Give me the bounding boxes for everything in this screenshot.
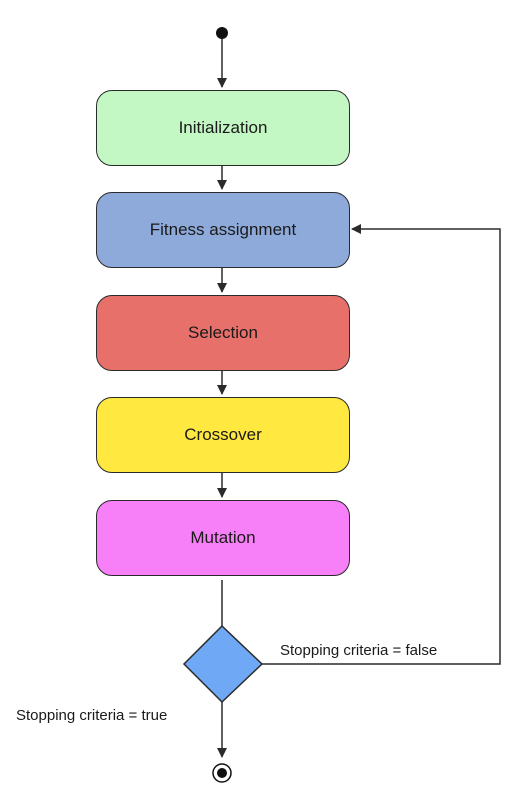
step-crossover-label: Crossover [184,425,262,444]
label-stopping-false: Stopping criteria = false [280,642,438,659]
label-stopping-true: Stopping criteria = true [16,707,168,724]
arrow-false-loop [262,224,501,665]
decision-diamond [182,624,264,704]
end-node [217,768,227,778]
step-mutation: Mutation [96,500,350,576]
step-mutation-label: Mutation [190,528,256,547]
step-selection-label: Selection [188,323,258,342]
step-selection: Selection [96,295,350,371]
start-node [216,27,228,39]
step-fitness-assignment-label: Fitness assignment [149,220,297,239]
step-crossover: Crossover [96,397,350,473]
step-initialization-label: Initialization [178,118,268,137]
step-initialization: Initialization [96,90,350,166]
step-fitness-assignment: Fitness assignment [96,192,350,268]
